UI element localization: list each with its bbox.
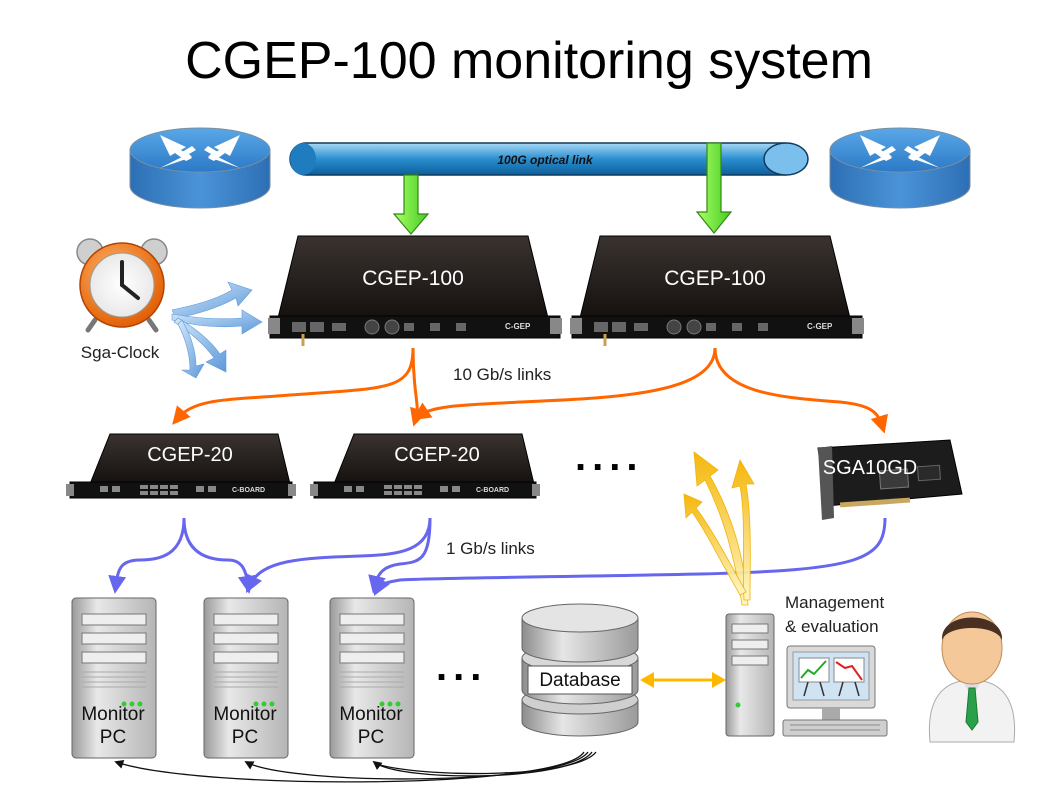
monitor-pc-3-line1: Monitor bbox=[339, 704, 403, 725]
cgep100-device-1: C-GEP CGEP-100 bbox=[268, 235, 562, 346]
diagram-title: CGEP-100 monitoring system bbox=[185, 32, 873, 90]
management-lightning-arrows bbox=[683, 451, 755, 606]
management-server-icon bbox=[725, 613, 775, 737]
optical-link-label: 100G optical link bbox=[497, 153, 594, 167]
cgep100-badge-1: C-GEP bbox=[505, 322, 531, 331]
management-monitor-icon bbox=[782, 645, 888, 737]
cgep100-badge-2: C-GEP bbox=[807, 322, 833, 331]
tap-arrow-right bbox=[695, 142, 733, 234]
database-icon: Database bbox=[521, 603, 639, 737]
cgep20-badge-1: C-BOARD bbox=[232, 487, 265, 494]
database-label: Database bbox=[539, 670, 620, 691]
router-icon-right bbox=[829, 127, 971, 209]
monitor-pc-1-line2: PC bbox=[100, 727, 126, 748]
alarm-clock-icon bbox=[76, 238, 168, 333]
cgep20-device-2: C-BOARD CGEP-20 bbox=[310, 433, 540, 499]
db-to-pc-links bbox=[114, 751, 597, 783]
monitor-pc-3-line2: PC bbox=[358, 727, 384, 748]
sga10gd-card: SGA10GD bbox=[817, 439, 963, 520]
tap-arrow-left bbox=[392, 174, 430, 235]
router-icon-left bbox=[129, 127, 271, 209]
links-1g bbox=[108, 517, 887, 597]
monitor-pc-2: Monitor PC bbox=[203, 597, 289, 759]
cgep20-label-1: CGEP-20 bbox=[147, 444, 233, 466]
cgep100-label-2: CGEP-100 bbox=[664, 267, 766, 290]
links-1g-label: 1 Gb/s links bbox=[446, 539, 535, 558]
cgep100-label-1: CGEP-100 bbox=[362, 267, 464, 290]
db-management-link bbox=[640, 672, 726, 688]
links-10g bbox=[172, 347, 888, 434]
monitor-pc-2-line2: PC bbox=[232, 727, 258, 748]
clock-label: Sga-Clock bbox=[81, 343, 160, 362]
cgep20-label-2: CGEP-20 bbox=[394, 444, 480, 466]
monitor-pc-3: Monitor PC bbox=[329, 597, 415, 759]
optical-link-pipe bbox=[289, 142, 809, 176]
monitor-pc-1-line1: Monitor bbox=[81, 704, 145, 725]
operator-person-icon bbox=[928, 611, 1016, 743]
sga10gd-label: SGA10GD bbox=[823, 457, 917, 479]
management-label-line2: & evaluation bbox=[785, 617, 879, 636]
cgep20-badge-2: C-BOARD bbox=[476, 487, 509, 494]
cgep100-device-2: C-GEP CGEP-100 bbox=[570, 235, 864, 346]
more-devices-ellipsis: .... bbox=[575, 435, 643, 479]
monitor-pc-2-line1: Monitor bbox=[213, 704, 277, 725]
management-label-line1: Management bbox=[785, 593, 885, 612]
clock-distribution-arrows bbox=[171, 281, 263, 379]
more-pcs-ellipsis: ... bbox=[436, 645, 487, 689]
links-10g-label: 10 Gb/s links bbox=[453, 365, 551, 384]
cgep20-device-1: C-BOARD CGEP-20 bbox=[66, 433, 296, 499]
monitor-pc-1: Monitor PC bbox=[71, 597, 157, 759]
